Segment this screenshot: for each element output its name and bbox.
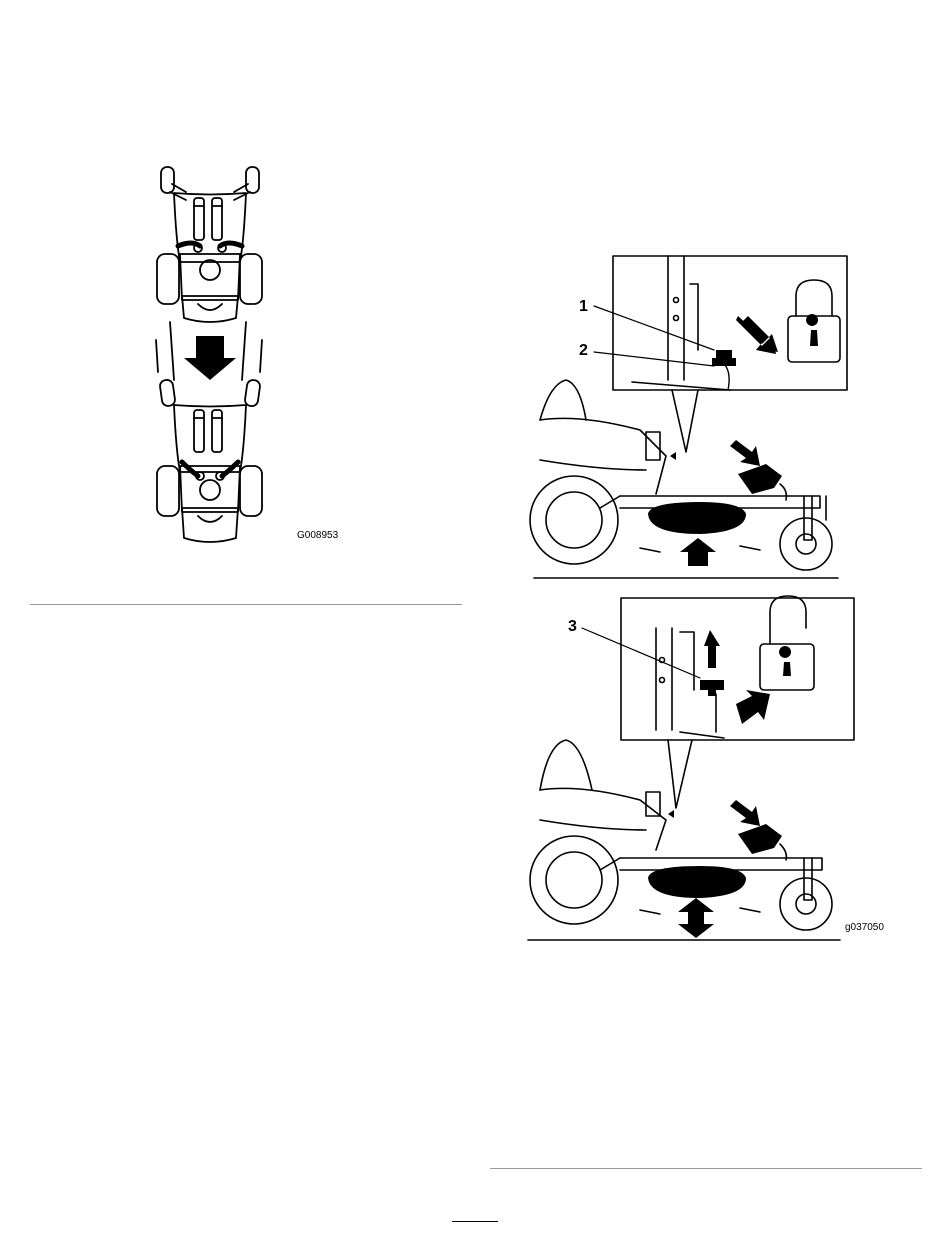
- callout-2: 2: [579, 342, 588, 360]
- page-number-underline: [452, 1221, 498, 1222]
- figure-code-right: g037050: [845, 922, 884, 933]
- callout-3: 3: [568, 618, 577, 636]
- right-column-divider: [490, 1168, 922, 1169]
- callout-1: 1: [579, 298, 588, 316]
